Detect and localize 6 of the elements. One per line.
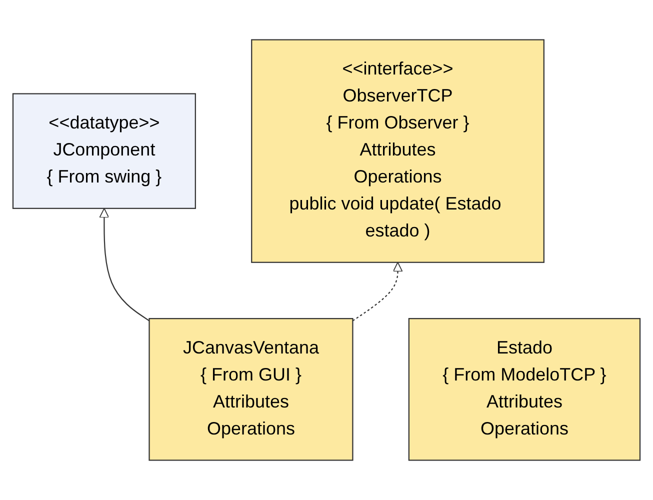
node-box xyxy=(251,39,544,263)
arrow xyxy=(352,262,403,322)
node-box xyxy=(148,318,354,461)
node-box xyxy=(408,318,641,461)
arrow xyxy=(99,208,150,322)
node-box xyxy=(12,93,196,209)
